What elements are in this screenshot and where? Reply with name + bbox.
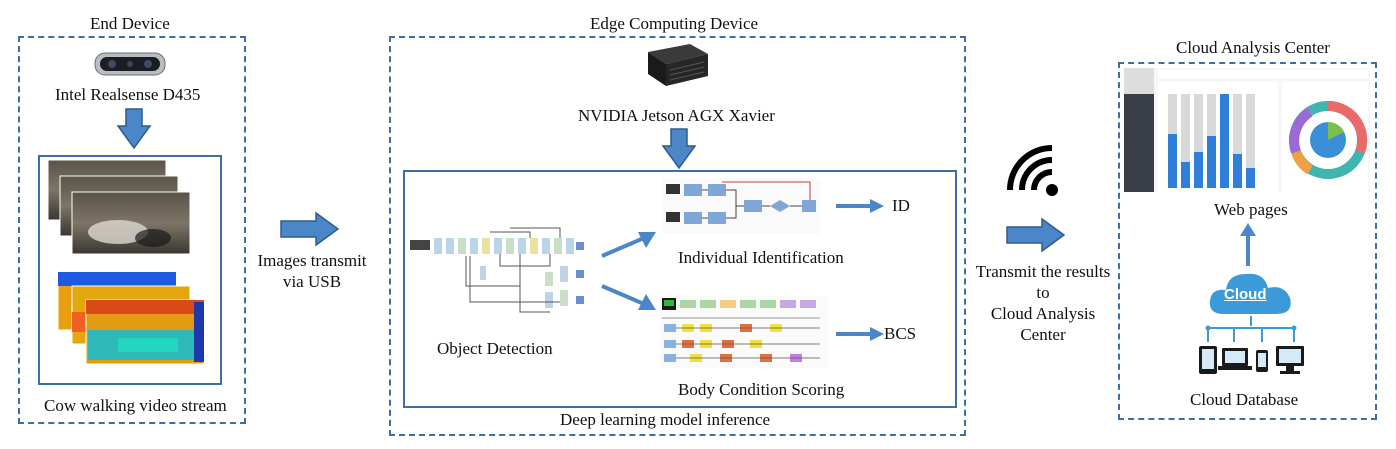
usb-transfer-arrow — [280, 211, 340, 247]
cloud-database-label: Cloud Database — [1190, 390, 1299, 409]
depth-video-frames — [57, 271, 205, 365]
wifi-icon — [1007, 145, 1058, 196]
bcs-label: Body Condition Scoring — [678, 380, 845, 399]
web-pages-label: Web pages — [1214, 200, 1288, 219]
edge-device-title: Edge Computing Device — [590, 14, 759, 33]
video-stream-frame-box — [38, 155, 222, 385]
cloud-to-web-arrow — [1240, 223, 1256, 266]
jetson-to-inference-arrow — [661, 128, 697, 170]
inference-label: Deep learning model inference — [560, 410, 771, 429]
cloud-transfer-line2: to — [1036, 283, 1050, 302]
cloud-transfer-arrow — [1006, 217, 1066, 253]
bcs-pipeline-diagram — [660, 296, 828, 368]
usb-transfer-line1: Images transmit — [257, 251, 367, 270]
stream-label: Cow walking video stream — [44, 396, 227, 415]
cloud-transfer-line3: Cloud Analysis — [990, 304, 1096, 323]
rgb-video-frames — [47, 159, 191, 255]
realsense-camera-image — [94, 52, 166, 76]
web-dashboard-thumbnail — [1124, 68, 1370, 192]
object-detection-network-diagram — [410, 227, 584, 313]
to-bcs-arrow — [601, 284, 656, 310]
inference-box — [403, 170, 957, 408]
cloud-center-title: Cloud Analysis Center — [1176, 38, 1330, 57]
cloud-icon — [1209, 273, 1291, 314]
identification-label: Individual Identification — [678, 248, 844, 267]
identification-pipeline-diagram — [662, 178, 820, 234]
cloud-center-box — [1118, 62, 1377, 420]
id-output-label: ID — [892, 196, 910, 215]
cloud-transfer-line4: Center — [1020, 325, 1066, 344]
to-identification-arrow — [601, 232, 656, 258]
end-device-title: End Device — [90, 14, 170, 33]
bcs-output-label: BCS — [884, 324, 917, 343]
usb-transfer-line2: via USB — [282, 272, 342, 291]
edge-device-box — [389, 36, 966, 436]
cloud-device-tree — [1199, 316, 1304, 374]
cloud-transfer-line1: Transmit the results — [975, 262, 1111, 281]
cloud-word: Cloud — [1224, 286, 1267, 303]
end-device-box — [18, 36, 246, 424]
object-detection-label: Object Detection — [437, 339, 553, 358]
jetson-label: NVIDIA Jetson AGX Xavier — [578, 106, 775, 125]
camera-label: Intel Realsense D435 — [55, 85, 201, 104]
id-output-arrow — [836, 199, 884, 213]
bcs-output-arrow — [836, 327, 884, 341]
camera-to-stream-arrow — [116, 108, 152, 150]
jetson-device-image — [648, 44, 708, 86]
